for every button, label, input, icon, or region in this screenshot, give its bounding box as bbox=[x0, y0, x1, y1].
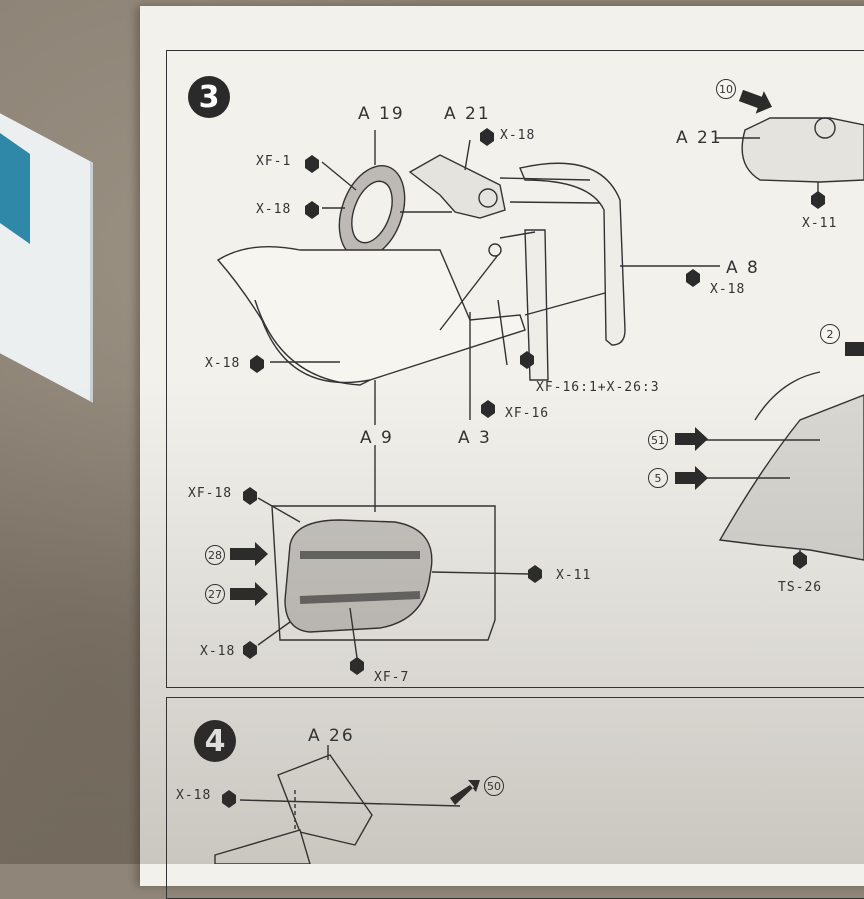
label-x11-right: X-11 bbox=[802, 216, 838, 231]
label-xf16-mix: XF-16:1+X-26:3 bbox=[536, 380, 660, 395]
label-xf16: XF-16 bbox=[505, 406, 550, 421]
label-x18-seat: X-18 bbox=[200, 644, 236, 659]
label-x18-a8: X-18 bbox=[710, 282, 746, 297]
label-x18-top: X-18 bbox=[500, 128, 536, 143]
part-number-50: 50 bbox=[484, 776, 504, 796]
nose-cone bbox=[718, 394, 864, 561]
label-x18-wheel: X-18 bbox=[256, 202, 292, 217]
label-a21: A 21 bbox=[444, 104, 491, 124]
label-a26: A 26 bbox=[308, 726, 355, 746]
label-x18-step4: X-18 bbox=[176, 788, 212, 803]
label-ts26: TS-26 bbox=[778, 580, 823, 595]
label-x18-left: X-18 bbox=[205, 356, 241, 371]
a26-part bbox=[277, 754, 373, 846]
part-number-51: 51 bbox=[648, 430, 668, 450]
part-number-2: 2 bbox=[820, 324, 840, 344]
label-xf1: XF-1 bbox=[256, 154, 292, 169]
a8-hoop bbox=[519, 162, 626, 346]
label-xf7: XF-7 bbox=[374, 670, 410, 685]
label-a9: A 9 bbox=[360, 428, 394, 448]
part-number-10: 10 bbox=[716, 79, 736, 99]
part-number-5: 5 bbox=[648, 468, 668, 488]
racing-seat bbox=[284, 519, 433, 633]
label-a8: A 8 bbox=[726, 258, 760, 278]
part-number-28: 28 bbox=[205, 545, 225, 565]
label-xf18: XF-18 bbox=[188, 486, 233, 501]
assembly-line-art bbox=[214, 89, 864, 864]
label-a3: A 3 bbox=[458, 428, 492, 448]
step-3-badge: 3 bbox=[188, 76, 230, 118]
label-a21-right: A 21 bbox=[676, 128, 723, 148]
step-3-panel bbox=[166, 50, 864, 688]
label-x11-seat: X-11 bbox=[556, 568, 592, 583]
label-a19: A 19 bbox=[358, 104, 405, 124]
a21-bracket bbox=[408, 154, 506, 219]
step-4-badge: 4 bbox=[194, 720, 236, 762]
a21-bracket-right bbox=[741, 117, 864, 183]
part-number-27: 27 bbox=[205, 584, 225, 604]
a9-tub bbox=[216, 246, 526, 384]
